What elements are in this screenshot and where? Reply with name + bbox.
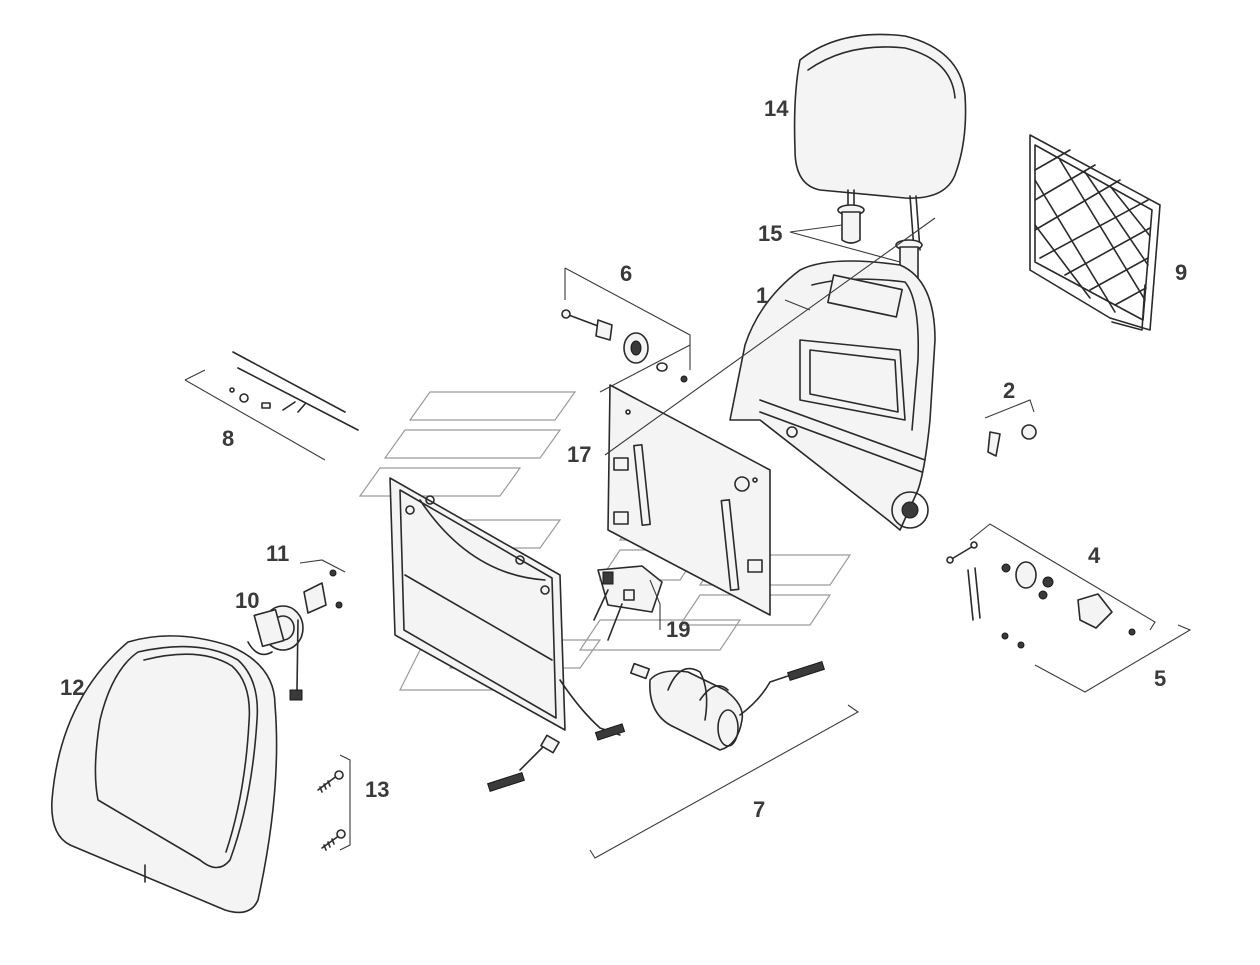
label-15: 15 [758,221,782,246]
label-9: 9 [1175,260,1187,285]
part-8-leader [184,369,326,461]
part-15-leader [789,224,901,263]
label-19: 19 [666,617,690,642]
part-9-net[interactable] [1029,134,1161,331]
part-15-guides[interactable] [837,204,923,282]
part-13-screws[interactable] [317,770,346,851]
part-4-leader [969,523,1156,631]
part-10-motor[interactable] [247,605,304,701]
part-11-leader [299,559,346,573]
part-13-leader [339,754,351,851]
part-19-leader [649,579,661,630]
part-6-leader [564,267,691,370]
callout-labels: 1 2 4 5 6 7 8 9 10 11 12 13 14 15 17 19 [60,96,1187,822]
part-5-rod[interactable] [967,567,1136,649]
label-7: 7 [753,797,765,822]
part-11-plate[interactable] [303,569,343,614]
part-6-knob-assembly[interactable] [561,309,688,383]
part-1-leader [784,299,811,311]
part-17-back-panel[interactable] [607,384,771,616]
label-1: 1 [756,283,768,308]
part-14-headrest[interactable] [793,33,967,251]
label-8: 8 [222,426,234,451]
part-12-back-cover[interactable] [51,635,278,914]
part-2-clip[interactable] [987,424,1037,457]
label-6: 6 [620,261,632,286]
label-17: 17 [567,442,591,467]
label-10: 10 [235,588,259,613]
label-11: 11 [266,541,289,566]
label-12: 12 [60,675,84,700]
inner-panel-frame[interactable] [389,477,566,731]
part-7-leader [589,704,860,859]
part-2-leader [984,399,1035,419]
label-5: 5 [1154,666,1166,691]
part-8-rod-kit[interactable] [229,351,359,431]
label-2: 2 [1003,378,1015,403]
part-17-leader [599,217,936,456]
part-4-recliner[interactable] [946,541,1113,629]
label-13: 13 [365,777,389,802]
part-19-lumbar-pump[interactable] [593,565,663,641]
part-5-leader [1034,624,1192,693]
part-7-actuator-wiring[interactable] [487,661,825,792]
label-14: 14 [764,96,789,121]
label-4: 4 [1088,543,1101,568]
